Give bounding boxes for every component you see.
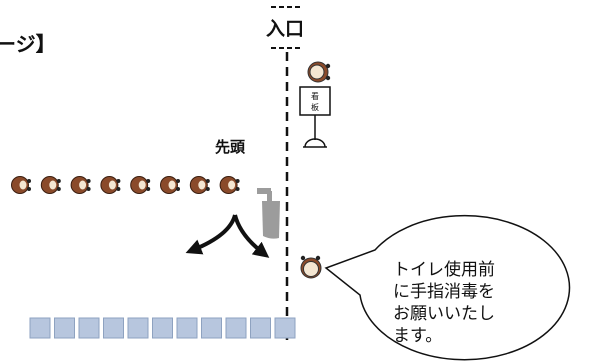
floor-tile (250, 317, 271, 339)
floor-tile (152, 317, 173, 339)
floor-tile (201, 317, 222, 339)
queue-person-icon (70, 176, 91, 194)
callout-line-4: ます。 (393, 326, 442, 345)
floor-tile (176, 317, 198, 339)
signboard-label-2: 板 (311, 102, 319, 112)
floor-tile (225, 317, 247, 339)
callout-line-3: お願いいたし (393, 304, 495, 323)
floor-tile (127, 317, 149, 339)
queue-person-icon (160, 176, 180, 194)
floor-tile (274, 317, 296, 339)
floor-tile (29, 317, 51, 339)
floor-tile (78, 317, 100, 339)
queue-head-label: 先頭 (215, 138, 246, 156)
signboard-icon (299, 86, 331, 148)
queue-person-icon (130, 176, 151, 194)
double-arrow-icon (185, 214, 270, 258)
callout-line-2: に手指消毒を (393, 282, 495, 301)
floor-tile (103, 317, 124, 339)
hand-sanitizer-icon (257, 188, 280, 239)
queue-row (11, 176, 240, 194)
floor-tiles (29, 317, 296, 339)
speech-bubble (324, 214, 571, 361)
callout-text: トイレ使用前 に手指消毒を お願いいたし ます。 (393, 259, 500, 345)
callout-line-1: トイレ使用前 (393, 259, 495, 279)
queue-person-icon (11, 176, 31, 194)
queue-person-icon (189, 176, 210, 194)
page-title-fragment: ージ】 (0, 33, 56, 56)
queue-person-icon (40, 176, 61, 194)
entrance-label: 入口 (266, 18, 304, 40)
signboard-label-1: 看 (311, 92, 319, 101)
queue-person-icon (219, 176, 240, 194)
floor-tile (54, 317, 75, 339)
guide-person-icon (300, 255, 322, 279)
staff-person-icon (307, 61, 331, 83)
queue-person-icon (100, 176, 121, 194)
